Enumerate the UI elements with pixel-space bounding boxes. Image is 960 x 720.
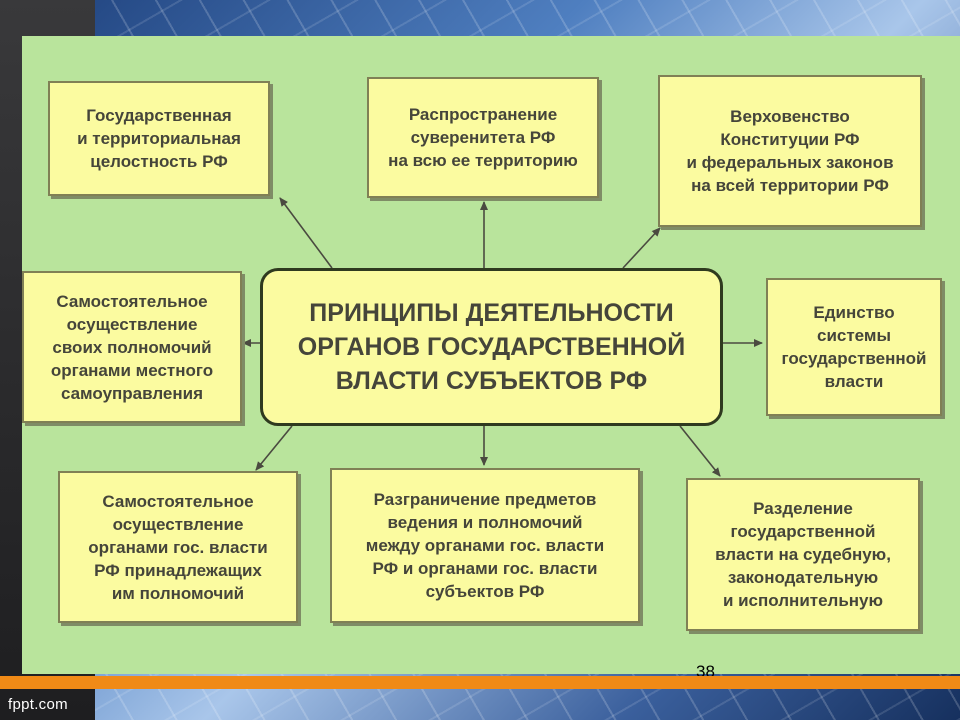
principle-delimitation: Разграничение предметов ведения и полном…	[330, 468, 640, 623]
principle-own-powers: Самостоятельное осуществление органами г…	[58, 471, 298, 623]
arrow-bottom-left	[255, 425, 293, 471]
arrow-top-left	[279, 197, 333, 269]
principle-local-self-government: Самостоятельное осуществление своих полн…	[22, 271, 242, 423]
principle-territorial-integrity: Государственная и территориальная целост…	[48, 81, 270, 196]
principle-constitution-supremacy: Верховенство Конституции РФ и федеральны…	[658, 75, 922, 227]
footer-logo[interactable]: fppt.com	[8, 696, 68, 713]
principle-sovereignty: Распространение суверенитета РФ на всю е…	[367, 77, 599, 198]
arrow-bottom-right	[679, 425, 721, 477]
arrow-top-right	[622, 227, 661, 269]
principle-unity-of-power: Единство системы государственной власти	[766, 278, 942, 416]
principle-separation-of-powers: Разделение государственной власти на суд…	[686, 478, 920, 631]
footer-accent-bar	[0, 676, 960, 689]
diagram-center-title: ПРИНЦИПЫ ДЕЯТЕЛЬНОСТИ ОРГАНОВ ГОСУДАРСТВ…	[260, 268, 723, 426]
